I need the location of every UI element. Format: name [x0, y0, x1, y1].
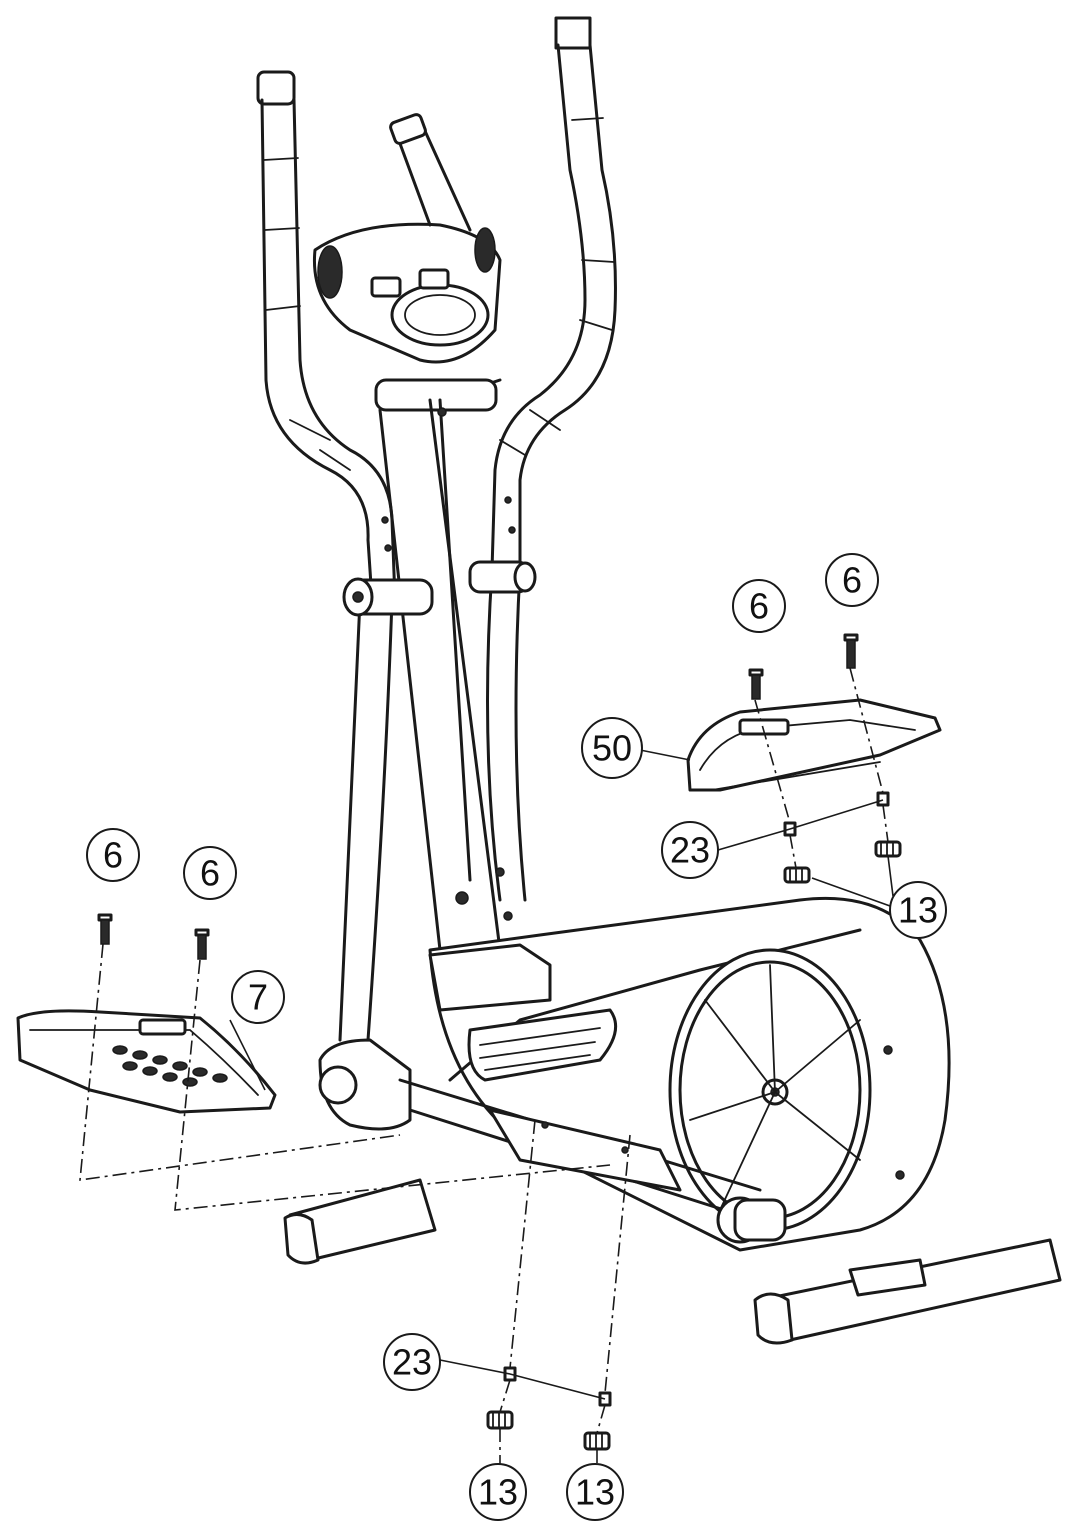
callout-number: 13	[478, 1472, 518, 1513]
callout-number: 13	[575, 1472, 615, 1513]
bolt	[97, 913, 113, 945]
callout-number: 7	[248, 977, 268, 1018]
front-stabilizer	[753, 1238, 1062, 1345]
left-handlebar-arm	[256, 70, 397, 1042]
bolt	[843, 633, 859, 669]
main-mast	[374, 378, 513, 952]
callout-6-left: 6	[86, 828, 140, 882]
washer	[876, 791, 890, 807]
knob-nut	[583, 1431, 611, 1451]
footplate-grip-pattern	[112, 1045, 228, 1087]
bolt	[194, 928, 210, 960]
callout-number: 23	[670, 830, 710, 871]
right-footplate	[686, 698, 942, 792]
callout-6-left-second: 6	[183, 846, 237, 900]
callout-number: 6	[842, 560, 862, 601]
callout-23-upper: 23	[661, 821, 719, 879]
bolt	[748, 668, 764, 700]
rear-stabilizer	[283, 1178, 437, 1265]
callout-13-upper: 13	[889, 881, 947, 939]
callout-number: 6	[103, 835, 123, 876]
callout-23-lower: 23	[383, 1333, 441, 1391]
right-handlebar-arm	[486, 16, 617, 902]
knob-nut	[874, 840, 902, 858]
knob-nut	[486, 1410, 514, 1430]
callout-number: 13	[898, 890, 938, 931]
assembly-lines	[79, 667, 889, 1475]
pedal-arm	[318, 1038, 787, 1244]
callout-7: 7	[231, 970, 285, 1024]
leader-lines	[229, 749, 894, 1400]
callout-13-lower-left: 13	[469, 1463, 527, 1521]
pivot-axle	[342, 496, 537, 617]
callout-number: 6	[749, 586, 769, 627]
callout-50: 50	[581, 717, 643, 779]
callout-number: 6	[200, 853, 220, 894]
callout-6-top-right: 6	[825, 553, 879, 607]
drive-housing	[428, 896, 951, 1252]
callout-number: 23	[392, 1342, 432, 1383]
callout-number: 50	[592, 728, 632, 769]
left-footplate	[16, 1009, 277, 1114]
knob-nut	[783, 866, 811, 884]
console	[312, 113, 502, 364]
callout-13-lower-right: 13	[566, 1463, 624, 1521]
callout-6-top-left: 6	[732, 579, 786, 633]
